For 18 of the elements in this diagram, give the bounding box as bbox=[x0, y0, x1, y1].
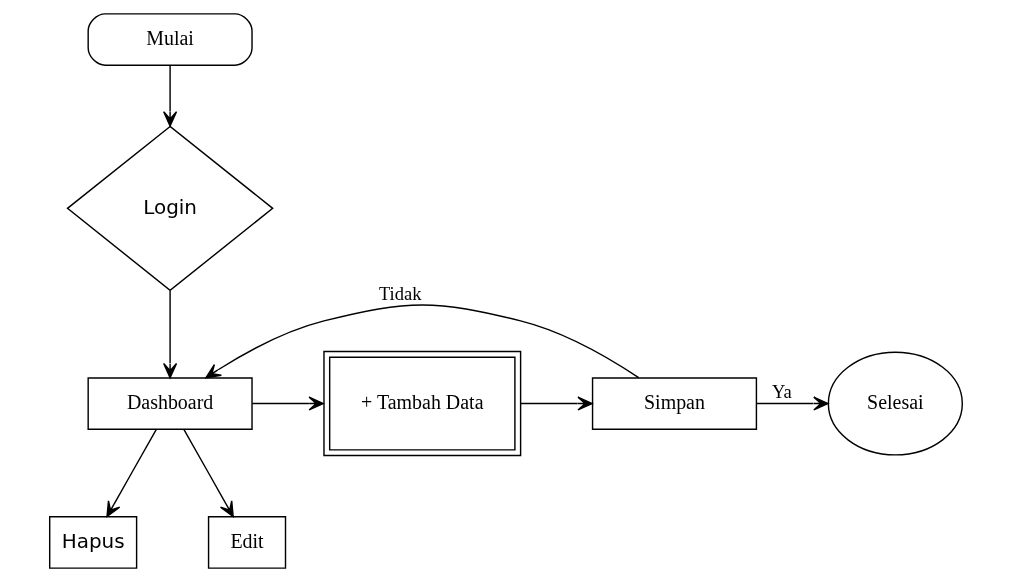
arrow bbox=[205, 304, 640, 379]
arrow bbox=[251, 396, 325, 411]
node-diamond: Login bbox=[66, 125, 274, 292]
edge-label: Tidak bbox=[378, 282, 422, 304]
edge-label: Ya bbox=[772, 381, 792, 403]
node-box: Edit bbox=[207, 516, 287, 569]
arrow bbox=[520, 396, 593, 411]
node-box: Mulai bbox=[87, 13, 253, 66]
arrow bbox=[755, 396, 829, 411]
arrow bbox=[163, 64, 178, 127]
node-ellipse: Selesai bbox=[827, 351, 963, 456]
node-box: Hapus bbox=[49, 516, 138, 569]
node-box: Dashboard bbox=[87, 377, 253, 430]
arrow bbox=[106, 428, 158, 518]
arrow bbox=[163, 290, 178, 379]
node-box: Simpan bbox=[591, 377, 758, 430]
arrow bbox=[183, 428, 234, 518]
node-box: + Tambah Data bbox=[323, 350, 522, 457]
